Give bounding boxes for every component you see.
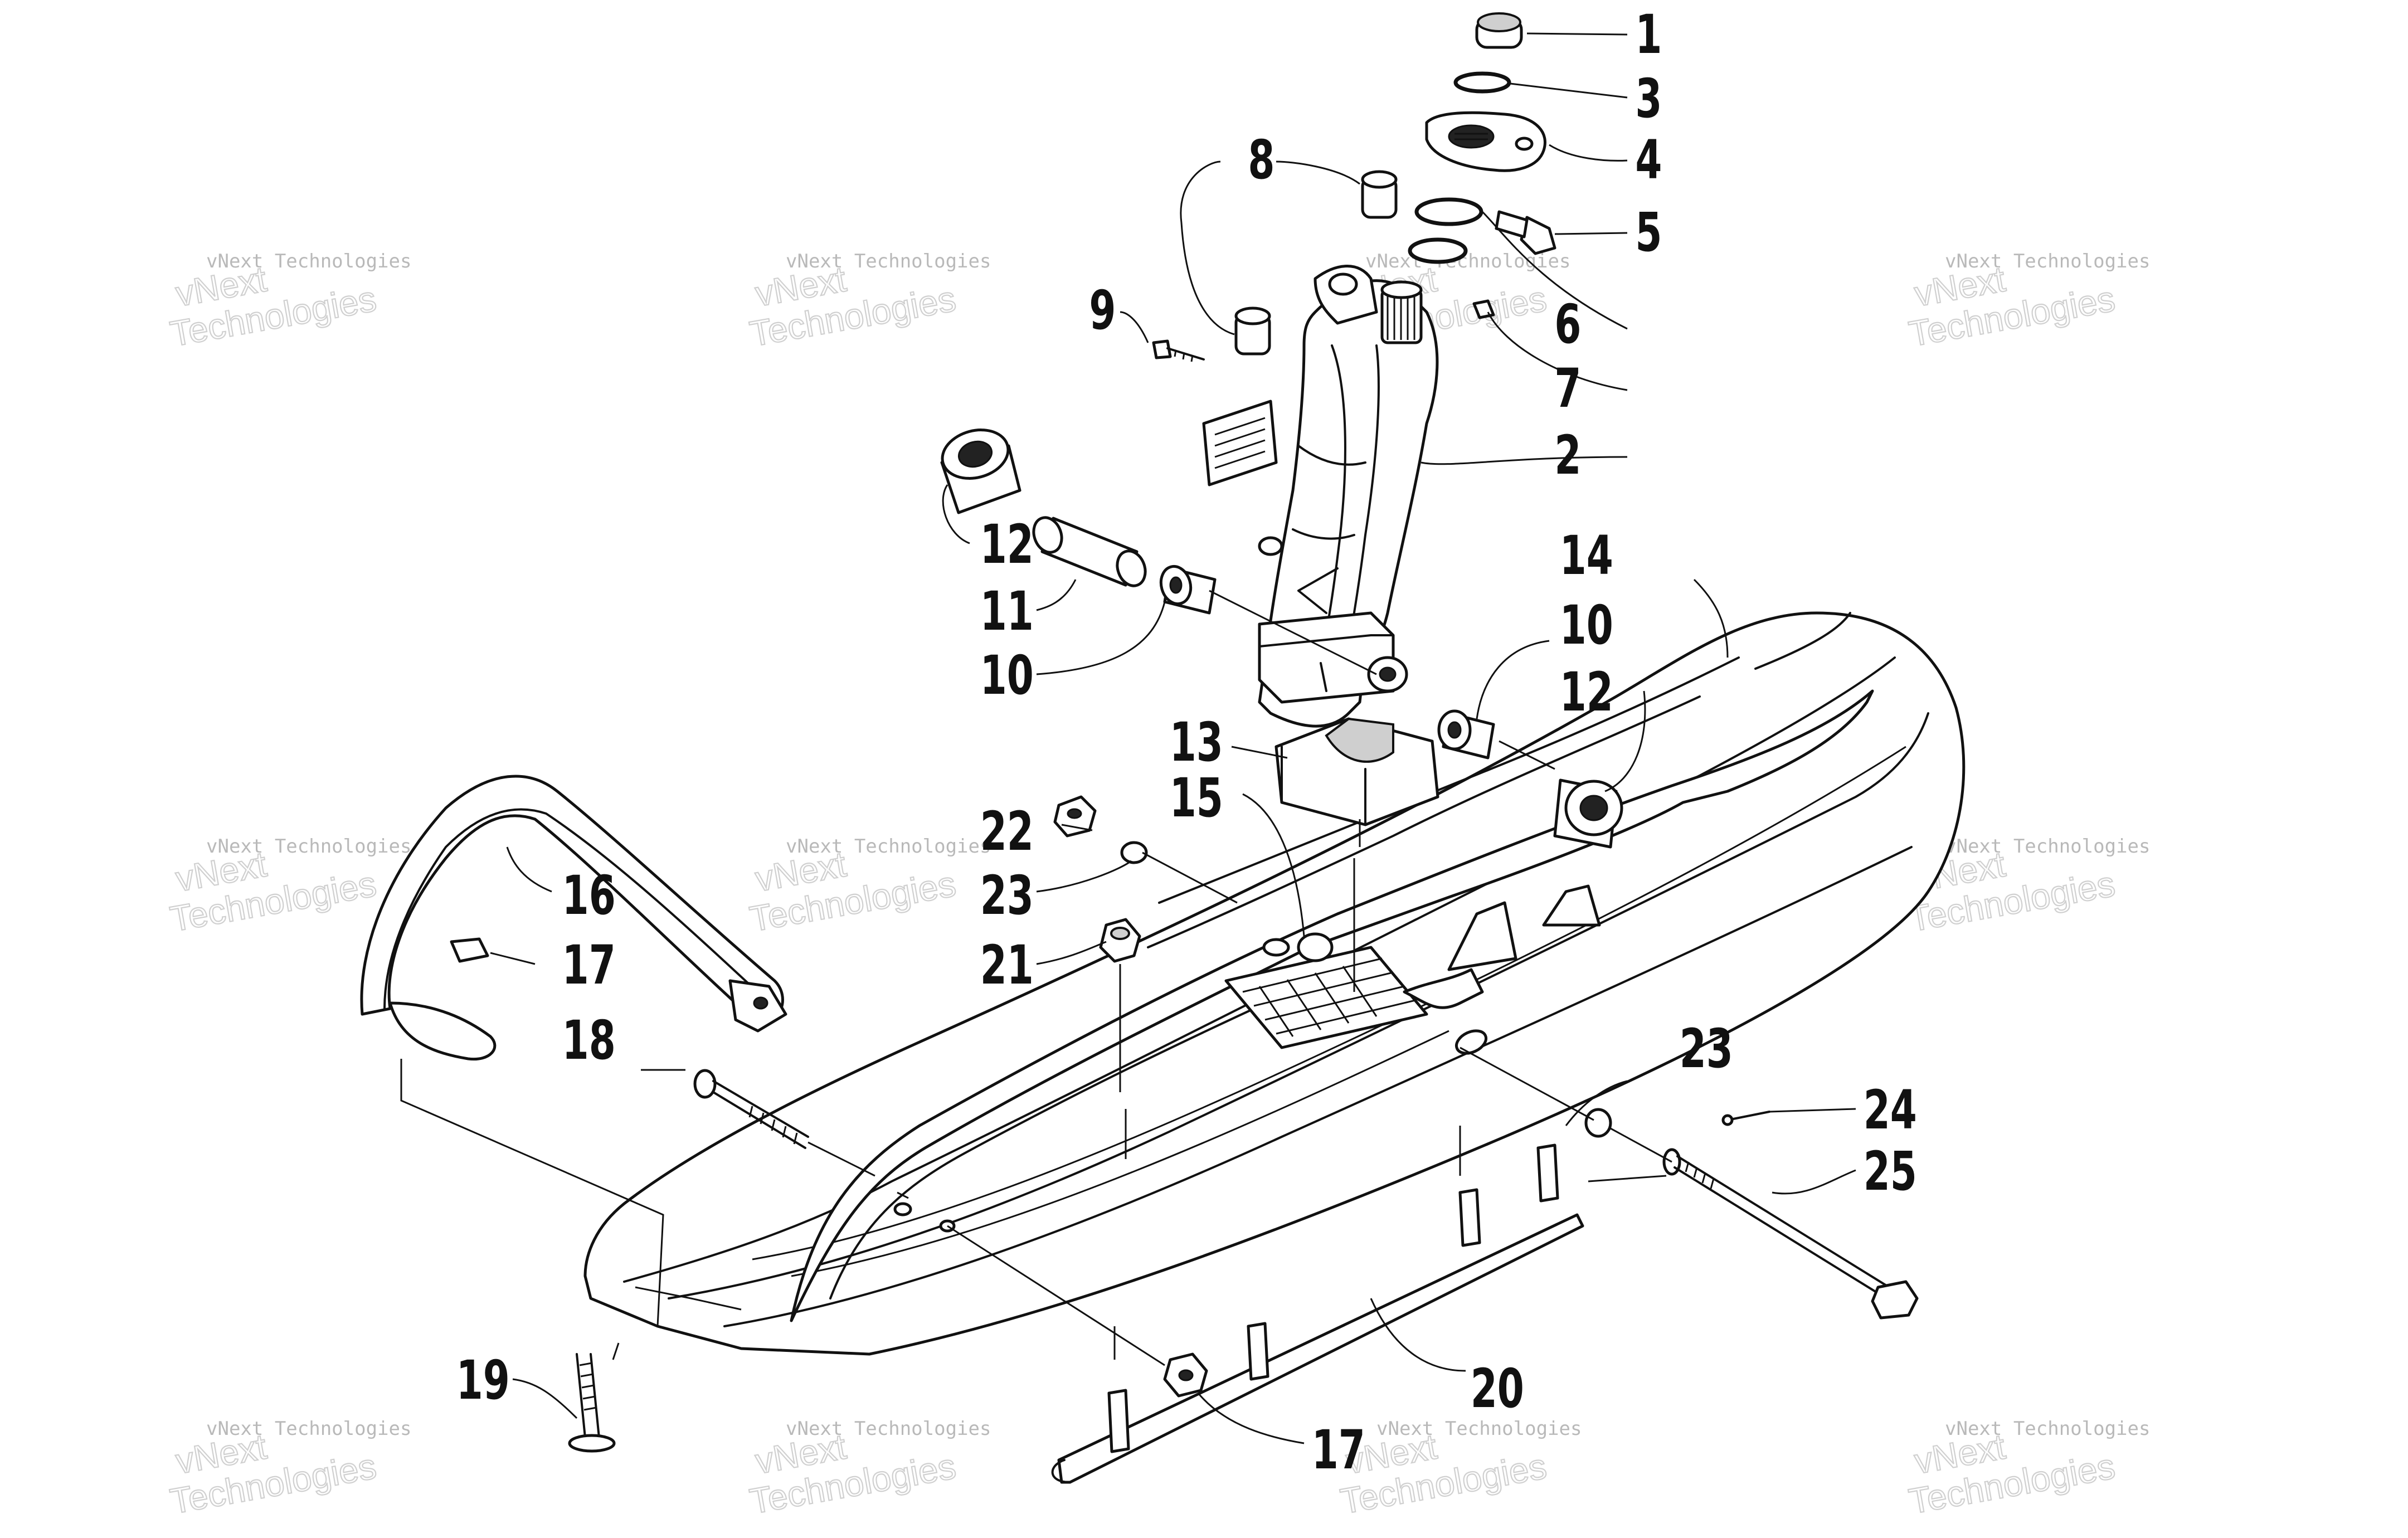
callout-10-right: 10 xyxy=(1560,593,1613,656)
part-clamp-bolt xyxy=(1495,210,1556,255)
part-bushing-10-right xyxy=(1437,709,1495,760)
spindle xyxy=(1202,265,1439,728)
part-spacer xyxy=(1297,932,1334,962)
part-washer-23-right xyxy=(1584,1108,1612,1138)
callout-16: 16 xyxy=(562,864,616,926)
watermark: vNext Technologies vNext Technologies xyxy=(746,250,991,355)
part-ski-loop xyxy=(360,775,787,1061)
part-bushing-10-left xyxy=(1159,564,1217,615)
part-snap-ring xyxy=(1453,71,1511,94)
callout-15: 15 xyxy=(1170,766,1223,829)
watermark-text: vNext Technologies xyxy=(786,250,991,272)
callout-labels: 1 3 4 5 8 9 6 7 2 12 11 10 14 10 12 13 1… xyxy=(456,3,1917,1481)
callout-22: 22 xyxy=(980,800,1034,862)
callout-1: 1 xyxy=(1635,3,1662,65)
part-sleeve xyxy=(1032,516,1147,587)
callout-9: 9 xyxy=(1089,279,1116,341)
part-washer-23-left xyxy=(1120,841,1148,864)
part-wear-block xyxy=(1274,717,1439,826)
watermark-text: vNext Technologies xyxy=(786,835,991,858)
part-bolt-18 xyxy=(693,1069,809,1149)
part-washer xyxy=(1408,237,1468,264)
part-insert xyxy=(450,937,489,963)
callout-10-left: 10 xyxy=(980,644,1034,706)
callout-6: 6 xyxy=(1554,293,1581,355)
leader-lines xyxy=(400,32,1856,1444)
ski-body xyxy=(583,611,1966,1356)
part-nut-17-bottom xyxy=(1163,1352,1208,1398)
part-clamp xyxy=(1425,111,1546,172)
watermark: vNext Technologies vNext Technologies xyxy=(167,1418,411,1522)
callout-23-right: 23 xyxy=(1680,1017,1733,1079)
watermark-text: vNext Technologies xyxy=(206,250,411,272)
ski-mount-grid xyxy=(1242,957,1416,1037)
callout-24: 24 xyxy=(1864,1078,1917,1141)
watermark: vNext Technologies vNext Technologies xyxy=(1337,1418,1582,1522)
watermark: vNext Technologies vNext Technologies xyxy=(167,250,411,355)
callout-12-left: 12 xyxy=(980,513,1034,575)
part-wear-bar xyxy=(1051,1143,1584,1484)
callout-7: 7 xyxy=(1554,357,1581,419)
callout-13: 13 xyxy=(1170,710,1223,773)
callout-12-right: 12 xyxy=(1560,660,1613,723)
part-cotter-pin xyxy=(1721,1111,1770,1126)
watermark: vNext Technologies vNext Technologies xyxy=(1905,1418,2150,1522)
watermark-text: vNext Technologies xyxy=(786,1418,991,1440)
part-screw xyxy=(1152,339,1205,362)
callout-14: 14 xyxy=(1560,524,1613,586)
callout-4: 4 xyxy=(1635,128,1662,191)
callout-11: 11 xyxy=(980,580,1034,642)
part-bushing-upper xyxy=(1361,170,1398,219)
part-bushing-12-left xyxy=(940,429,1021,514)
part-bushing-lower xyxy=(1234,306,1271,356)
watermark: vNext Technologies vNext Technologies xyxy=(746,835,991,940)
callout-8: 8 xyxy=(1248,128,1274,191)
part-bolt-19 xyxy=(568,1353,616,1453)
callout-25: 25 xyxy=(1864,1140,1917,1202)
callout-19: 19 xyxy=(456,1349,510,1411)
callout-20: 20 xyxy=(1471,1357,1524,1419)
part-bushing-12-right xyxy=(1553,778,1623,849)
watermark: vNext Technologies vNext Technologies xyxy=(1905,250,2150,355)
callout-18: 18 xyxy=(562,1009,616,1071)
callout-3: 3 xyxy=(1635,67,1662,129)
watermark-text: vNext Technologies xyxy=(1945,1418,2150,1440)
callout-17-bottom: 17 xyxy=(1312,1418,1365,1481)
part-washer xyxy=(1414,197,1483,226)
part-long-bolt xyxy=(1662,1148,1919,1320)
watermark-text: vNext Technologies xyxy=(1376,1418,1582,1440)
watermark-text: vNext Technologies xyxy=(206,1418,411,1440)
watermark-text: vNext Technologies xyxy=(206,835,411,858)
part-nut-21 xyxy=(1099,918,1141,963)
watermark-text: vNext Technologies xyxy=(1945,835,2150,858)
callout-23-left: 23 xyxy=(980,864,1034,926)
callout-21: 21 xyxy=(980,933,1034,996)
callout-2: 2 xyxy=(1554,424,1581,486)
callout-17-top: 17 xyxy=(562,933,616,996)
callout-5: 5 xyxy=(1635,201,1662,263)
watermark: vNext Technologies vNext Technologies xyxy=(746,1418,991,1522)
watermark-text: vNext Technologies xyxy=(1945,250,2150,272)
part-cap xyxy=(1475,12,1523,49)
